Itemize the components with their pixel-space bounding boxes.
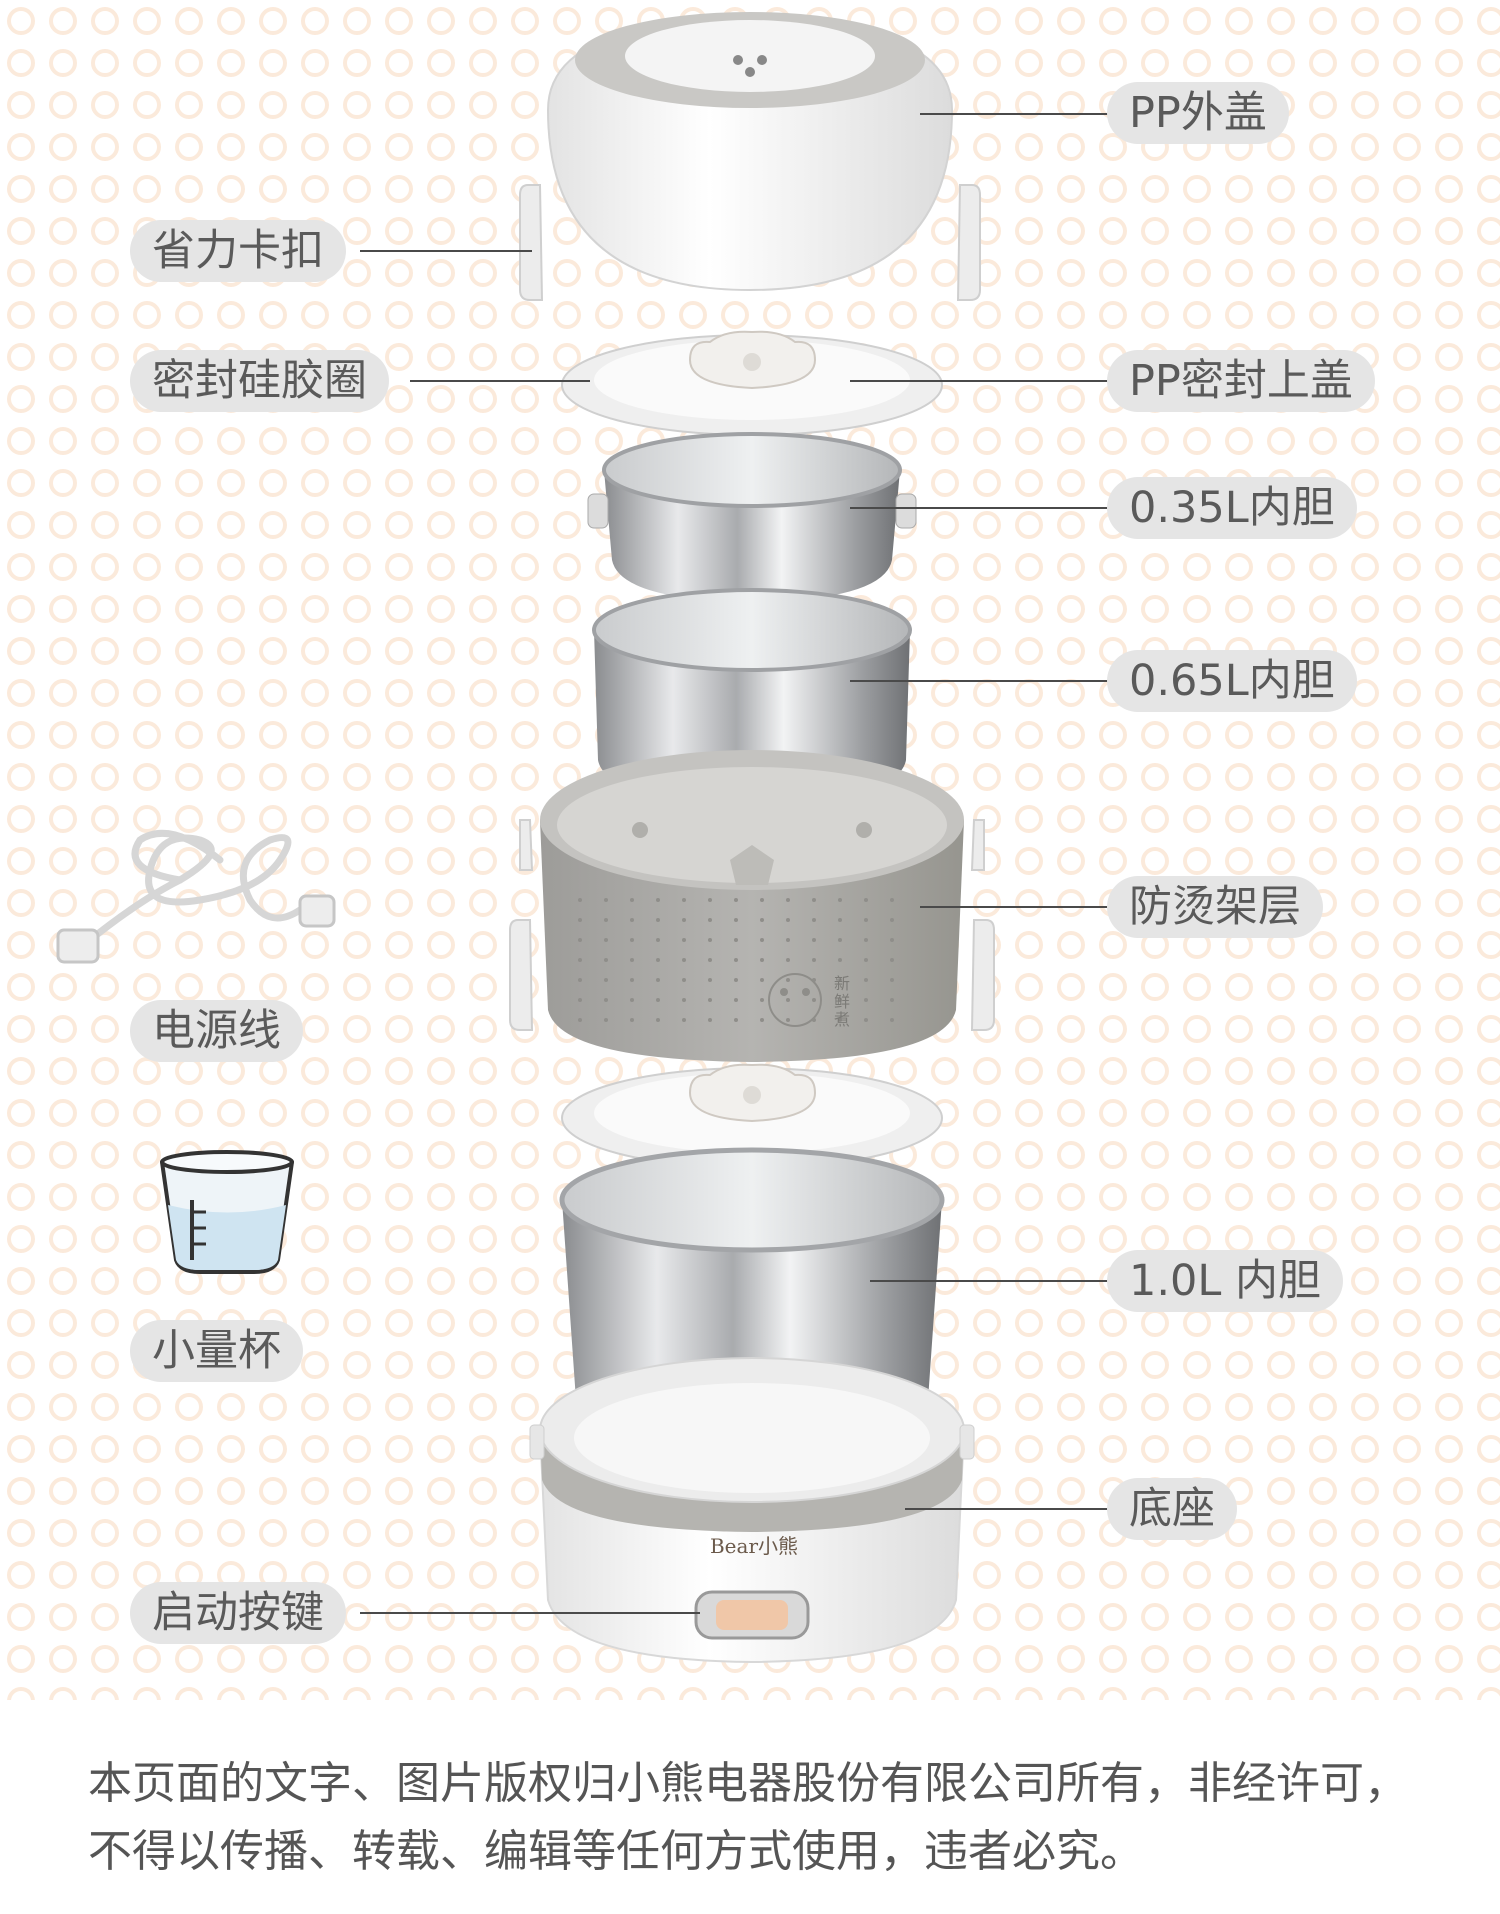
- label-power-cord: 电源线: [130, 1000, 303, 1062]
- leader-line-liner-10: [870, 1280, 1110, 1282]
- measuring-cup-picture: [160, 1150, 294, 1274]
- label-seal-ring: 密封硅胶圈: [130, 350, 389, 412]
- leader-line-liner-065: [850, 680, 1110, 682]
- leader-line-outer-lid: [920, 113, 1110, 115]
- label-seal-lid: PP密封上盖: [1107, 350, 1375, 412]
- seal-lid: [561, 330, 943, 436]
- heat-guard-layer: [509, 750, 995, 1062]
- label-start-button: 启动按键: [130, 1582, 346, 1644]
- label-cup: 小量杯: [130, 1320, 303, 1382]
- label-liner-065: 0.65L内胆: [1107, 650, 1357, 712]
- layer-badge-text: 新鲜煮: [834, 974, 851, 1029]
- label-outer-lid: PP外盖: [1107, 82, 1289, 144]
- copyright-notice: 本页面的文字、图片版权归小熊电器股份有限公司所有，非经许可， 不得以传播、转载、…: [88, 1750, 1448, 1886]
- lunchbox-illustration: [56, 12, 995, 1664]
- power-cord-picture: [56, 829, 336, 964]
- copyright-line-2: 不得以传播、转载、编辑等任何方式使用，违者必究。: [88, 1826, 1144, 1877]
- heat-guard-vents: [578, 898, 894, 1022]
- leader-line-seal-lid: [850, 380, 1110, 382]
- label-liner-10: 1.0L 内胆: [1107, 1250, 1344, 1312]
- label-liner-035: 0.35L内胆: [1107, 477, 1357, 539]
- label-heat-guard: 防烫架层: [1107, 876, 1323, 938]
- leader-line-heat-guard: [920, 906, 1110, 908]
- leader-line-seal-ring: [410, 380, 590, 382]
- leader-line-liner-035: [850, 507, 1110, 509]
- label-clip: 省力卡扣: [130, 220, 346, 282]
- brand-logo: Bear小熊: [709, 1534, 799, 1558]
- leader-line-base: [905, 1508, 1110, 1510]
- copyright-line-1: 本页面的文字、图片版权归小熊电器股份有限公司所有，非经许可，: [88, 1758, 1408, 1809]
- outer-lid: [519, 12, 981, 301]
- leader-line-clip: [360, 250, 532, 252]
- liner-035: [587, 432, 917, 602]
- seal-lid-lower: [561, 1063, 943, 1169]
- base: [529, 1357, 975, 1664]
- leader-line-start-button: [360, 1612, 700, 1614]
- label-base: 底座: [1107, 1478, 1237, 1540]
